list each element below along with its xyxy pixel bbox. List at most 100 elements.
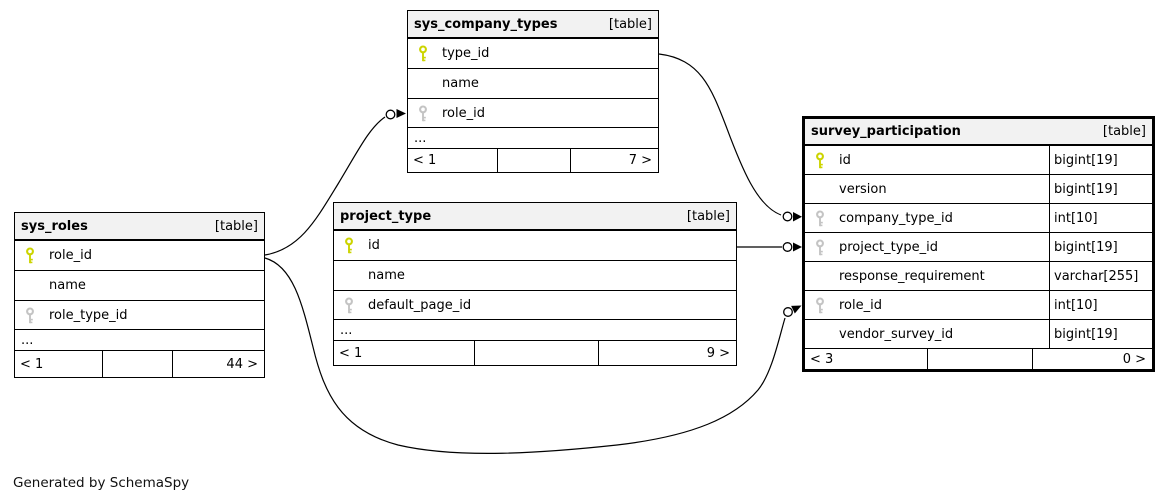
column-row[interactable]: version bigint[19] bbox=[805, 175, 1152, 204]
column-type: int[10] bbox=[1049, 204, 1152, 232]
column-name: name bbox=[368, 268, 405, 283]
column-type: int[10] bbox=[1049, 291, 1152, 319]
table-name: sys_company_types bbox=[414, 16, 558, 32]
table-survey-participation[interactable]: survey_participation [table] id bigint[1… bbox=[802, 116, 1155, 372]
foreign-key-icon bbox=[418, 104, 442, 122]
table-header[interactable]: sys_company_types [table] bbox=[408, 11, 658, 39]
table-tag: [table] bbox=[214, 218, 258, 234]
primary-key-icon bbox=[25, 247, 49, 264]
table-name: project_type bbox=[340, 208, 432, 224]
column-name: id bbox=[839, 152, 851, 168]
zero-or-more-marker bbox=[783, 307, 793, 317]
relationship-arrow-icon bbox=[793, 242, 802, 252]
column-name: type_id bbox=[442, 46, 490, 61]
table-project-type[interactable]: project_type [table] id name default_p bbox=[333, 202, 737, 366]
column-type: varchar[255] bbox=[1049, 262, 1152, 290]
column-row[interactable]: response_requirement varchar[255] bbox=[805, 262, 1152, 291]
table-tag: [table] bbox=[608, 16, 652, 32]
column-row[interactable]: type_id bbox=[408, 39, 658, 69]
column-row[interactable]: role_id bbox=[408, 99, 658, 128]
parents-count: < 1 bbox=[334, 341, 475, 365]
column-row[interactable]: name bbox=[334, 261, 736, 291]
foreign-key-icon bbox=[25, 306, 49, 324]
table-header[interactable]: survey_participation [table] bbox=[805, 119, 1152, 146]
hidden-columns-ellipsis: ... bbox=[15, 330, 264, 351]
table-sys-roles[interactable]: sys_roles [table] role_id name role_ty bbox=[14, 212, 265, 378]
foreign-key-icon bbox=[815, 209, 839, 227]
zero-or-more-marker bbox=[782, 242, 793, 252]
relationship-arrow-icon bbox=[791, 305, 802, 314]
table-tag: [table] bbox=[1102, 124, 1146, 139]
column-row[interactable]: default_page_id bbox=[334, 291, 736, 320]
table-footer: < 3 0 > bbox=[805, 349, 1152, 369]
column-name: role_id bbox=[839, 297, 882, 313]
relationship-line bbox=[264, 257, 786, 454]
footer-spacer bbox=[928, 349, 1033, 369]
column-name: id bbox=[368, 238, 380, 253]
footer-spacer bbox=[498, 149, 571, 172]
primary-key-icon bbox=[344, 237, 368, 254]
column-name: default_page_id bbox=[368, 297, 472, 313]
table-sys-company-types[interactable]: sys_company_types [table] type_id name bbox=[407, 10, 659, 173]
column-name: response_requirement bbox=[839, 268, 985, 284]
column-name: company_type_id bbox=[839, 210, 953, 226]
foreign-key-icon bbox=[815, 296, 839, 314]
parents-count: < 1 bbox=[15, 351, 103, 377]
relationship-arrow-icon bbox=[396, 109, 406, 118]
column-row[interactable]: id bigint[19] bbox=[805, 146, 1152, 175]
foreign-key-icon bbox=[815, 238, 839, 256]
column-row[interactable]: role_type_id bbox=[15, 301, 264, 330]
table-footer: < 1 7 > bbox=[408, 149, 658, 172]
column-name: vendor_survey_id bbox=[839, 326, 954, 342]
zero-or-more-marker bbox=[385, 109, 396, 120]
column-row[interactable]: id bbox=[334, 231, 736, 261]
hidden-columns-ellipsis: ... bbox=[334, 320, 736, 341]
column-name: version bbox=[839, 181, 887, 197]
generated-by-note: Generated by SchemaSpy bbox=[13, 475, 190, 491]
column-row[interactable]: name bbox=[408, 69, 658, 99]
column-row[interactable]: project_type_id bigint[19] bbox=[805, 233, 1152, 262]
column-row[interactable]: company_type_id int[10] bbox=[805, 204, 1152, 233]
ellipsis-label: ... bbox=[340, 322, 353, 338]
footer-spacer bbox=[475, 341, 599, 365]
column-type: bigint[19] bbox=[1049, 233, 1152, 261]
footer-spacer bbox=[103, 351, 173, 377]
parents-count: < 3 bbox=[805, 349, 928, 369]
column-name: role_id bbox=[442, 105, 485, 121]
table-header[interactable]: sys_roles [table] bbox=[15, 213, 264, 241]
column-type: bigint[19] bbox=[1049, 320, 1152, 348]
table-tag: [table] bbox=[686, 208, 730, 224]
zero-or-more-marker bbox=[782, 211, 793, 222]
relationship-arrow-icon bbox=[793, 212, 802, 222]
column-row[interactable]: role_id int[10] bbox=[805, 291, 1152, 320]
children-count: 44 > bbox=[226, 356, 258, 372]
table-footer: < 1 44 > bbox=[15, 351, 264, 377]
table-name: survey_participation bbox=[811, 124, 961, 139]
ellipsis-label: ... bbox=[21, 332, 34, 348]
table-name: sys_roles bbox=[21, 218, 88, 234]
column-type: bigint[19] bbox=[1049, 175, 1152, 203]
column-name: project_type_id bbox=[839, 239, 939, 255]
column-row[interactable]: name bbox=[15, 271, 264, 301]
column-row[interactable]: role_id bbox=[15, 241, 264, 271]
children-count: 7 > bbox=[628, 153, 652, 168]
parents-count: < 1 bbox=[408, 149, 498, 172]
column-name: name bbox=[442, 76, 479, 91]
column-name: role_type_id bbox=[49, 307, 128, 323]
table-header[interactable]: project_type [table] bbox=[334, 203, 736, 231]
ellipsis-label: ... bbox=[414, 130, 427, 146]
children-count: 9 > bbox=[706, 345, 730, 361]
column-type: bigint[19] bbox=[1049, 146, 1152, 174]
children-count: 0 > bbox=[1122, 351, 1146, 367]
column-row[interactable]: vendor_survey_id bigint[19] bbox=[805, 320, 1152, 349]
column-name: role_id bbox=[49, 248, 92, 263]
relationship-line bbox=[264, 116, 386, 256]
primary-key-icon bbox=[815, 151, 839, 169]
foreign-key-icon bbox=[344, 296, 368, 314]
relationship-line bbox=[658, 53, 782, 216]
column-name: name bbox=[49, 278, 86, 293]
primary-key-icon bbox=[418, 45, 442, 62]
hidden-columns-ellipsis: ... bbox=[408, 128, 658, 149]
